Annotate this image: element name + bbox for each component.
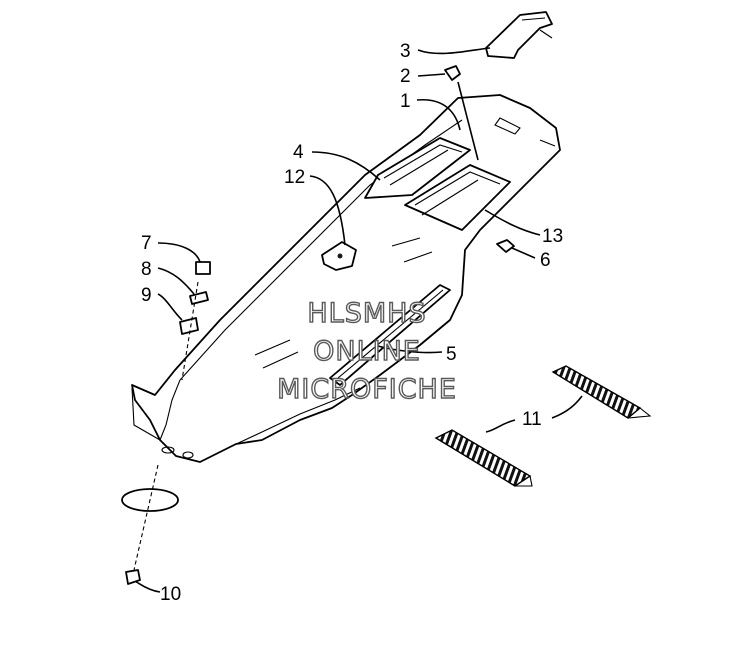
callout-13: 13 bbox=[542, 226, 563, 247]
fastener-part-2 bbox=[444, 65, 461, 81]
callout-1: 1 bbox=[400, 91, 411, 112]
callout-5: 5 bbox=[446, 344, 457, 365]
bolt-part-10 bbox=[125, 569, 141, 585]
watermark-line-3: MICROFICHE bbox=[277, 374, 457, 405]
callout-10: 10 bbox=[160, 584, 181, 605]
callout-2: 2 bbox=[400, 66, 411, 87]
callout-3: 3 bbox=[400, 41, 411, 62]
callout-9: 9 bbox=[141, 285, 152, 306]
watermark-line-2: ONLINE bbox=[313, 336, 421, 367]
watermark-line-1: HLSMHS bbox=[307, 298, 426, 329]
callout-4: 4 bbox=[293, 142, 304, 163]
skid-plate bbox=[131, 94, 561, 463]
nut-part-6 bbox=[496, 239, 515, 253]
callout-8: 8 bbox=[141, 259, 152, 280]
watermark: HLSMHS ONLINE MICROFICHE bbox=[276, 297, 457, 405]
disc-part bbox=[121, 464, 179, 571]
bracket-part-12 bbox=[321, 241, 357, 271]
callout-11: 11 bbox=[522, 409, 542, 430]
wear-strips-part-11 bbox=[434, 365, 652, 487]
callout-12: 12 bbox=[284, 167, 305, 188]
callout-7: 7 bbox=[141, 233, 152, 254]
hardware-parts-7-8-9 bbox=[179, 261, 211, 381]
leader-lines bbox=[135, 47, 583, 593]
callout-6-top: 6 bbox=[540, 250, 551, 271]
bracket-part-3 bbox=[485, 11, 553, 59]
